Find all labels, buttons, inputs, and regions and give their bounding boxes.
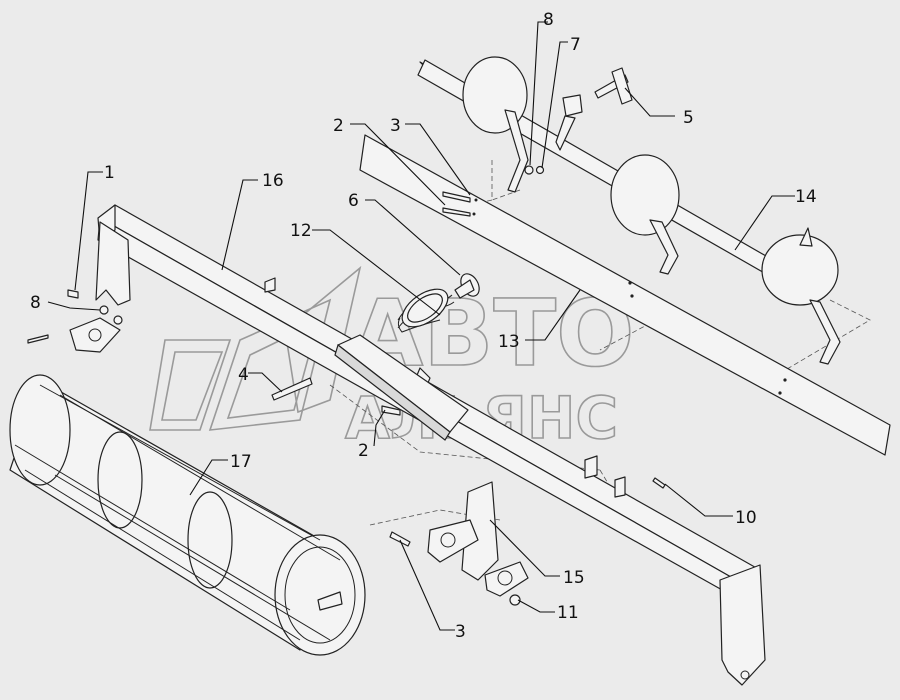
part-13-flat-bar [359, 134, 891, 456]
leader-lines [47, 21, 795, 631]
callout-16: 16 [262, 171, 284, 191]
part-10-pin [652, 477, 666, 489]
callout-8-left: 8 [30, 293, 41, 313]
left-small-parts [27, 289, 123, 353]
part-14-disc-shaft [417, 56, 841, 365]
callout-14: 14 [795, 187, 817, 207]
part-3-bolt-lower [389, 531, 411, 547]
part-17-cage-roller [9, 374, 366, 656]
callout-6: 6 [348, 191, 359, 211]
roller-left-end [9, 374, 71, 486]
part-15-bracket [427, 481, 499, 581]
disc-3 [761, 234, 839, 306]
callout-5: 5 [683, 108, 694, 128]
callout-3-top: 3 [390, 116, 401, 136]
part-7-block [555, 94, 583, 151]
left-end-plate [95, 221, 131, 306]
part-8-washers-top [524, 165, 545, 175]
callout-labels: 1 8 2 3 8 7 5 14 16 12 6 13 4 2 10 15 11… [30, 10, 817, 642]
part-4-bolt [271, 377, 313, 401]
bracket-arm-2 [649, 219, 679, 275]
part-12-spring-bracket [334, 334, 469, 441]
part-6-spring [397, 273, 480, 333]
callout-4: 4 [238, 365, 249, 385]
bracket-arm-3 [809, 299, 841, 365]
part-2-bolt-lower [381, 405, 401, 416]
roller-right-end [274, 534, 366, 656]
part-11-bearing [484, 561, 529, 606]
callout-10: 10 [735, 508, 757, 528]
part-5-bolt-assembly [594, 67, 633, 105]
callout-7: 7 [570, 35, 581, 55]
bracket-arm-1 [504, 109, 529, 193]
right-end-plate [719, 564, 766, 686]
callout-15: 15 [563, 568, 585, 588]
callout-3-lower: 3 [455, 622, 466, 642]
callout-8-top: 8 [543, 10, 554, 30]
top-bolts [442, 191, 478, 217]
disc-2 [610, 154, 680, 236]
callout-12: 12 [290, 221, 312, 241]
callout-13: 13 [498, 332, 520, 352]
callout-11: 11 [557, 603, 579, 623]
callout-2-lower: 2 [358, 441, 369, 461]
callout-1: 1 [104, 163, 115, 183]
left-bearing-bracket [69, 317, 121, 353]
callout-17: 17 [230, 452, 252, 472]
left-pin [27, 334, 49, 344]
callout-2-top: 2 [333, 116, 344, 136]
